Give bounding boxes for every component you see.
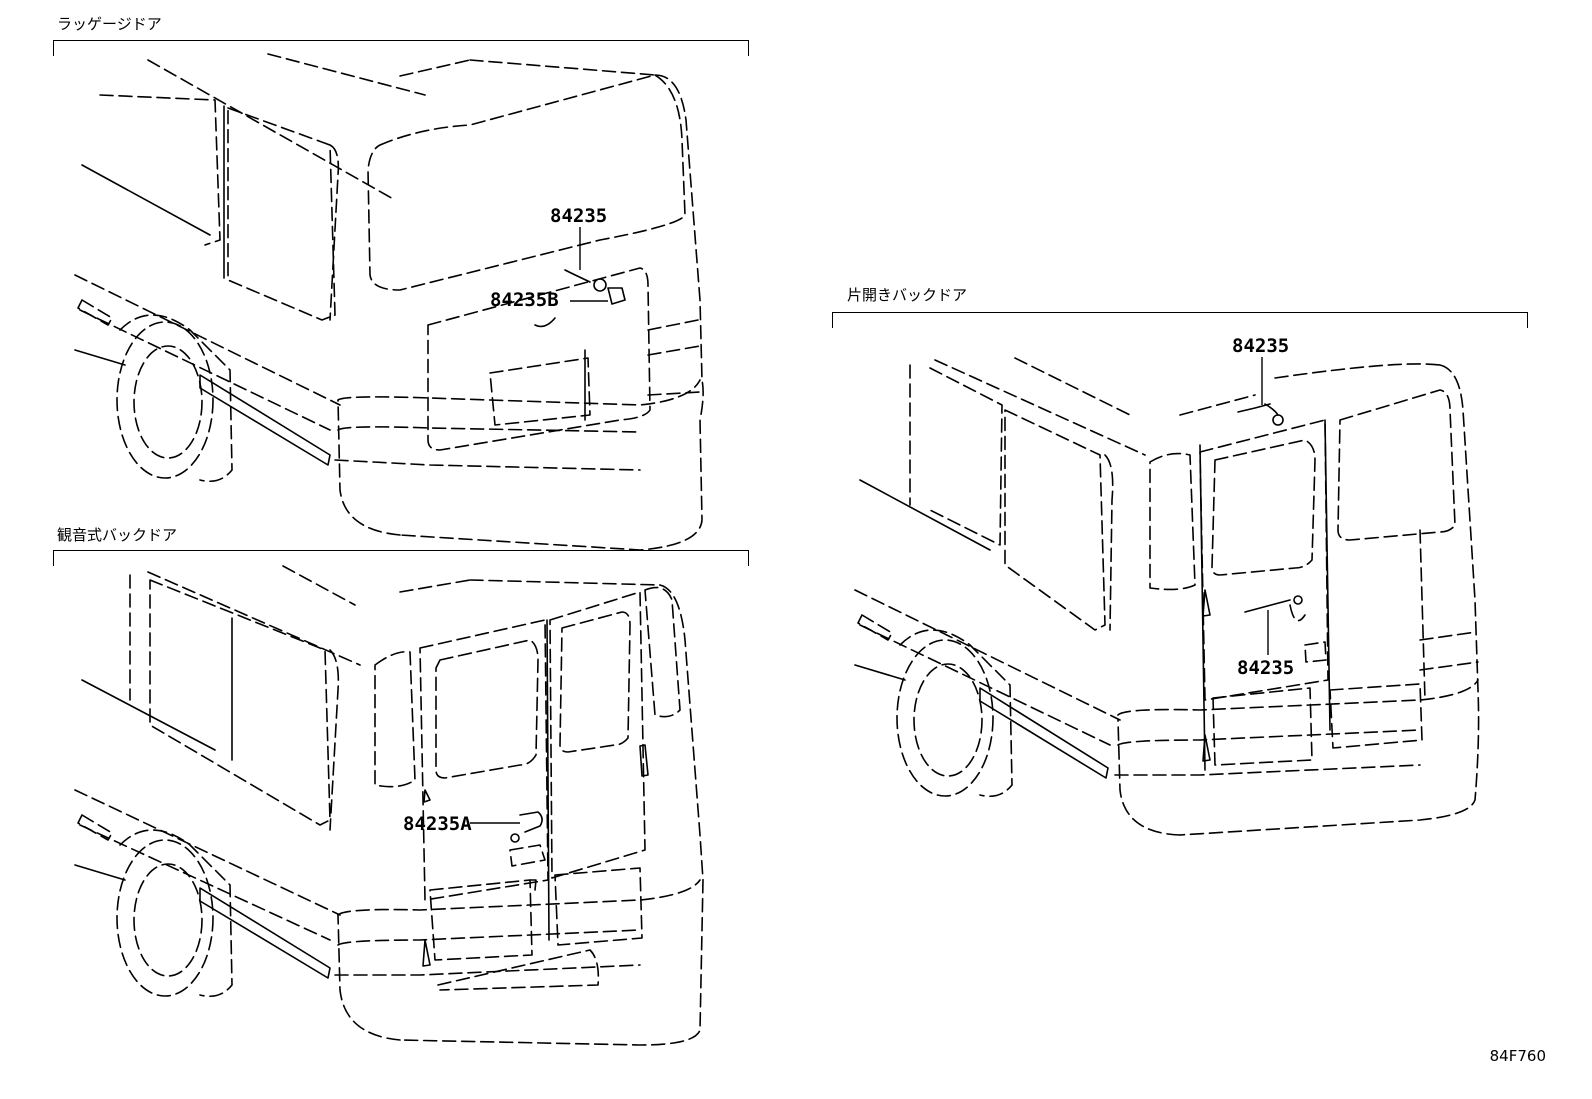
van-luggage-door-drawing (74, 53, 704, 551)
section-bracket-kannon-back-door (53, 550, 749, 566)
part-label-84235B: 84235B (490, 289, 559, 311)
section-bracket-luggage-door (53, 40, 749, 56)
van-kannon-back-door-drawing (74, 565, 704, 1046)
part-label-84235-single-upper: 84235 (1232, 335, 1289, 357)
van-single-back-door-drawing (854, 357, 1480, 836)
drawing-code: 84F760 (1489, 1047, 1546, 1065)
part-label-84235A: 84235A (403, 813, 472, 835)
section-title-luggage-door: ラッゲージドア (57, 15, 162, 33)
section-bracket-single-back-door (832, 312, 1528, 328)
part-label-84235-single-lower: 84235 (1237, 657, 1294, 679)
part-label-84235-luggage: 84235 (550, 205, 607, 227)
section-title-kannon-back-door: 観音式バックドア (57, 526, 178, 544)
section-title-single-back-door: 片開きバックドア (847, 286, 968, 304)
